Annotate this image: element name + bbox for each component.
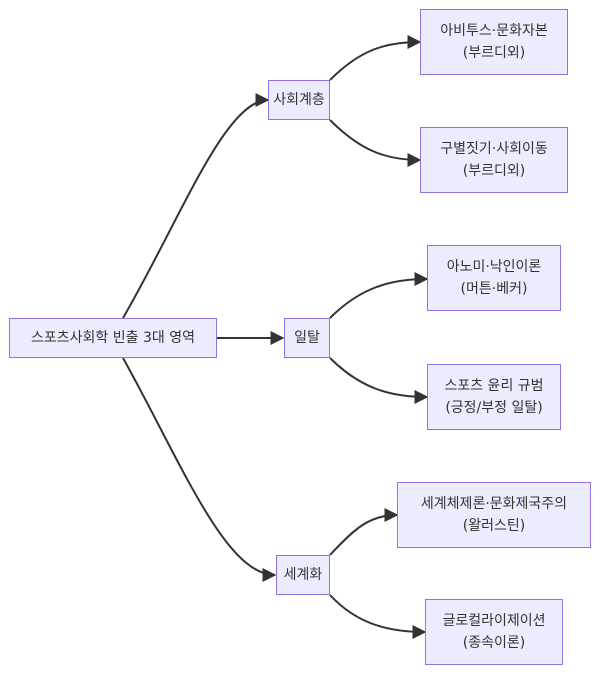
edge-social-distinction <box>329 119 422 167</box>
node-glocal-line1: 글로컬라이제이션 <box>442 613 546 629</box>
edge-deviance-ethics <box>329 357 429 404</box>
edge-global-worldsystem <box>329 508 399 556</box>
edge-global-glocal <box>329 594 427 639</box>
node-anomie-line2: (머튼·베커) <box>460 281 528 297</box>
node-distinction: 구별짓기·사회이동 (부르디외) <box>420 127 568 193</box>
node-anomie: 아노미·낙인이론 (머튼·베커) <box>427 245 561 311</box>
node-worldsystem-line1: 세계체제론·문화제국주의 <box>420 496 568 512</box>
node-deviance: 일탈 <box>284 318 330 358</box>
node-social: 사회계층 <box>268 80 330 120</box>
node-habitus-line2: (부르디외) <box>462 45 526 61</box>
edge-root-social <box>122 93 270 319</box>
node-ethics-line1: 스포츠 윤리 규범 <box>444 378 544 394</box>
node-distinction-line1: 구별짓기·사회이동 <box>440 141 548 157</box>
node-root-label: 스포츠사회학 빈출 3대 영역 <box>31 330 195 346</box>
node-glocal-line2: (종속이론) <box>462 635 526 651</box>
node-distinction-line2: (부르디외) <box>462 163 526 179</box>
node-ethics: 스포츠 윤리 규범 (긍정/부정 일탈) <box>427 364 561 430</box>
node-habitus: 아비투스·문화자본 (부르디외) <box>420 9 568 75</box>
node-social-label: 사회계층 <box>273 92 325 108</box>
node-deviance-label: 일탈 <box>294 330 320 346</box>
node-ethics-line2: (긍정/부정 일탈) <box>445 400 543 416</box>
node-anomie-line1: 아노미·낙인이론 <box>446 259 542 275</box>
edge-root-global <box>122 357 277 582</box>
edges-layer <box>122 35 429 639</box>
node-glocal: 글로컬라이제이션 (종속이론) <box>425 599 563 665</box>
node-worldsystem-line2: (왈러스틴) <box>462 518 526 534</box>
edge-deviance-anomie <box>329 272 429 319</box>
node-global-label: 세계화 <box>283 567 323 583</box>
node-root: 스포츠사회학 빈출 3대 영역 <box>9 318 217 358</box>
node-global: 세계화 <box>276 555 330 595</box>
edge-social-habitus <box>329 35 422 81</box>
node-worldsystem: 세계체제론·문화제국주의 (왈러스틴) <box>397 482 591 548</box>
node-habitus-line1: 아비투스·문화자본 <box>440 23 548 39</box>
